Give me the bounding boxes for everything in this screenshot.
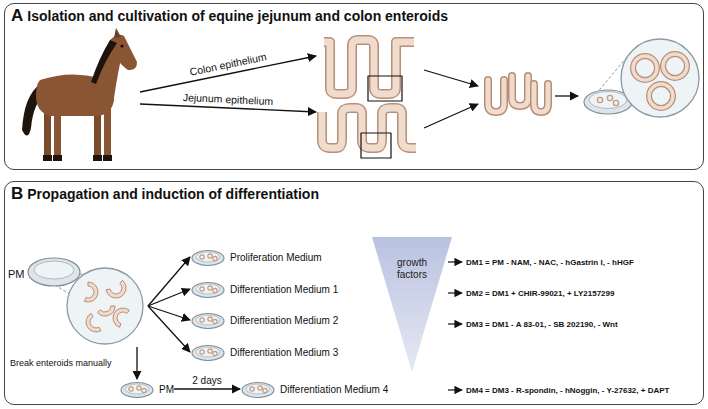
dish-symbol xyxy=(191,311,225,329)
medium-formula: DM4 = DM3 - R-spondin, - hNoggin, - Y-27… xyxy=(466,386,669,395)
medium-formula: DM1 = PM - NAM, - NAC, - hGastrin I, - h… xyxy=(466,258,634,267)
arrow-connector xyxy=(148,306,190,352)
arrow-connector xyxy=(148,257,190,306)
dish-label: PM xyxy=(8,268,25,280)
culture-dish: Differentiation Medium 3 xyxy=(191,342,338,362)
panel-title: Isolation and cultivation of equine jeju… xyxy=(27,8,448,24)
panel-heading: BPropagation and induction of differenti… xyxy=(11,184,319,204)
dish-symbol xyxy=(120,380,154,398)
culture-dish: PM xyxy=(120,379,174,399)
formula-arrows xyxy=(448,262,462,390)
dish-symbol xyxy=(241,380,275,398)
medium-label: Differentiation Medium 3 xyxy=(230,347,338,358)
panel-title: Propagation and induction of differentia… xyxy=(27,186,319,202)
arrow xyxy=(424,70,478,86)
arrow xyxy=(140,104,316,112)
arrow-connector xyxy=(174,388,240,389)
arrow xyxy=(424,104,478,128)
culture-dish: Proliferation Medium xyxy=(191,247,322,267)
arrow xyxy=(555,95,578,96)
medium-label: PM xyxy=(159,384,174,395)
edge-label: 2 days xyxy=(190,375,223,386)
dish-symbol xyxy=(191,343,225,361)
medium-label: Proliferation Medium xyxy=(230,252,322,263)
annotation: Colon epithelium xyxy=(188,50,267,78)
medium-label: Differentiation Medium 4 xyxy=(280,384,388,395)
panel-heading: AIsolation and cultivation of equine jej… xyxy=(11,6,448,26)
dish-magnified xyxy=(8,250,148,347)
culture-dish: Differentiation Medium 2 xyxy=(191,310,338,330)
medium-formula: DM2 = DM1 + CHIR-99021, + LY2157299 xyxy=(466,289,614,298)
isolated-crypts xyxy=(488,76,548,112)
panel-letter: B xyxy=(11,184,23,203)
medium-formula: DM3 = DM1 - A 83-01, - SB 202190, - Wnt xyxy=(466,320,618,329)
medium-label: Differentiation Medium 2 xyxy=(230,315,338,326)
annotation: Jejunum epithelium xyxy=(183,91,274,107)
culture-dish: Differentiation Medium 4 xyxy=(241,379,388,399)
medium-label: Differentiation Medium 1 xyxy=(230,284,338,295)
triangle-label: growth factors xyxy=(387,257,437,280)
jejunum-tissue xyxy=(322,108,416,158)
horse xyxy=(22,28,137,161)
culture-dish: Differentiation Medium 1 xyxy=(191,279,338,299)
arrow-connector xyxy=(148,289,190,306)
dish-symbol xyxy=(191,280,225,298)
culture-dish: PM xyxy=(8,250,148,347)
dish-symbol xyxy=(191,248,225,266)
culture-dish xyxy=(584,39,699,117)
arrow-connector xyxy=(136,347,137,379)
annotation: Break enteroids manually xyxy=(10,358,112,368)
growth-factor-triangle: growth factors xyxy=(372,237,452,372)
panel-letter: A xyxy=(11,6,23,25)
colon-tissue xyxy=(324,40,414,101)
panel-frame: AIsolation and cultivation of equine jej… xyxy=(4,3,704,170)
